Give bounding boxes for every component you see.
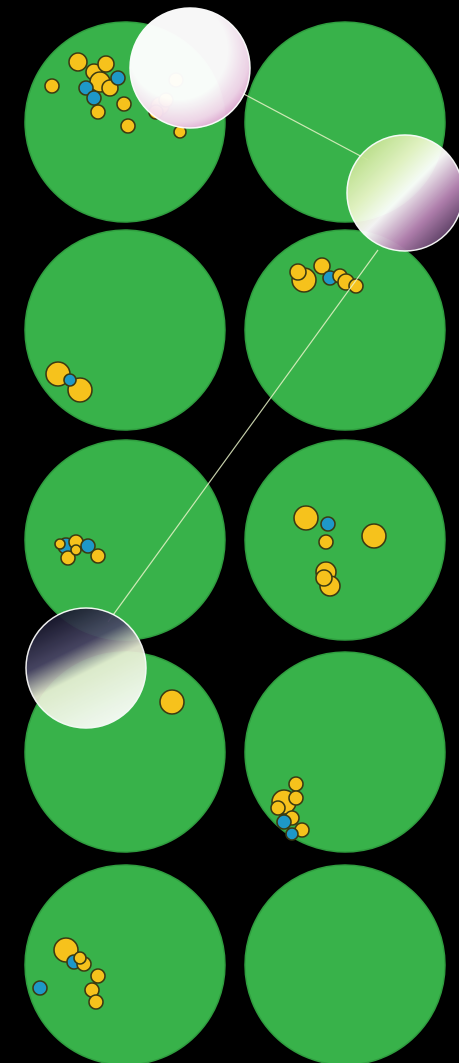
well-r2c1 xyxy=(25,230,225,430)
yellow-cell-2-2-6 xyxy=(290,264,306,280)
blue-cell-3-2-1 xyxy=(321,517,335,531)
yellow-cell-3-1-3 xyxy=(91,549,105,563)
yellow-cell-5-1-5 xyxy=(89,995,103,1009)
blue-cell-4-2-5 xyxy=(286,828,298,840)
yellow-cell-5-1-7 xyxy=(74,952,86,964)
yellow-cell-3-2-3 xyxy=(319,535,333,549)
blue-cell-5-1-6 xyxy=(33,981,47,995)
yellow-cell-4-2-0 xyxy=(289,777,303,791)
yellow-cell-1-1-0 xyxy=(69,53,87,71)
well-r2c2 xyxy=(245,230,445,430)
well-r5c2 xyxy=(245,865,445,1063)
yellow-cell-1-1-2 xyxy=(98,56,114,72)
blue-cell-4-2-4 xyxy=(277,815,291,829)
yellow-cell-3-1-6 xyxy=(55,539,65,549)
well-r3c2 xyxy=(245,440,445,640)
yellow-cell-1-1-10 xyxy=(117,97,131,111)
yellow-cell-4-2-6 xyxy=(271,801,285,815)
well-r3c1 xyxy=(25,440,225,640)
yellow-cell-3-2-0 xyxy=(294,506,318,530)
yellow-cell-5-1-3 xyxy=(91,969,105,983)
yellow-cell-1-1-9 xyxy=(91,105,105,119)
yellow-cell-3-1-5 xyxy=(71,545,81,555)
yellow-cell-3-2-2 xyxy=(362,524,386,548)
lens-sphere-2 xyxy=(347,135,459,251)
yellow-cell-3-2-6 xyxy=(316,570,332,586)
blue-cell-1-1-7 xyxy=(111,71,125,85)
yellow-cell-1-1-8 xyxy=(45,79,59,93)
lens-sphere-1 xyxy=(130,8,250,128)
yellow-cell-4-2-7 xyxy=(289,791,303,805)
well-r5c1 xyxy=(25,865,225,1063)
yellow-cell-4-1-0 xyxy=(160,690,184,714)
well-r4c2 xyxy=(245,652,445,852)
lens-sphere-3 xyxy=(26,608,146,728)
yellow-cell-1-1-11 xyxy=(121,119,135,133)
blue-cell-1-1-6 xyxy=(87,91,101,105)
blue-cell-2-1-2 xyxy=(64,374,76,386)
